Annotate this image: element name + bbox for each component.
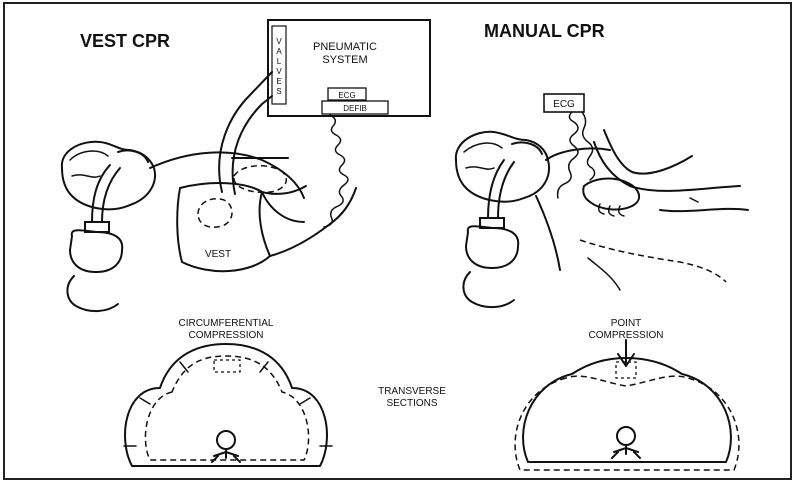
patient-body-outline-manual: [580, 240, 726, 282]
rescuer-arm-lower: [594, 142, 740, 191]
valves-label-e: E: [276, 77, 281, 86]
valves-label-s: S: [276, 87, 281, 96]
manual-transverse-section: [515, 340, 739, 470]
point-label: POINT: [611, 318, 642, 329]
sections-label: SECTIONS: [386, 398, 437, 409]
circumferential-label: CIRCUMFERENTIAL: [178, 318, 273, 329]
patient-arm-manual: [660, 209, 748, 211]
manual-cpr-title: MANUAL CPR: [484, 21, 605, 41]
vest-cpr-title: VEST CPR: [80, 31, 170, 51]
transverse-label: TRANSVERSE: [378, 386, 446, 397]
vest-transverse-section: [124, 344, 332, 466]
ecg-cable-manual-a: [558, 112, 578, 198]
patient-chest-top-vest: [150, 152, 304, 198]
valves-label-v: V: [276, 37, 282, 46]
patient-hip-manual: [588, 258, 620, 290]
patient-shoulder-vest: [67, 276, 118, 311]
patient-torso-left-manual: [536, 196, 560, 270]
airway-tube-vest-a: [92, 165, 110, 222]
vest-side-band: [262, 192, 304, 222]
patient-head-vest: [62, 142, 155, 210]
pneumatic-system-box: V A L V E S PNEUMATIC SYSTEM ECG DEFIB: [268, 20, 430, 116]
ventilation-bag-vest: [70, 230, 122, 272]
valves-label-v2: V: [276, 67, 282, 76]
air-hose-right: [233, 96, 272, 194]
rescuer-arm-upper: [604, 130, 692, 174]
vest-bladder-lower: [198, 199, 232, 227]
rescuer-hands: [583, 179, 639, 210]
manual-ecg-label: ECG: [553, 99, 575, 110]
valves-label-a: A: [276, 47, 282, 56]
ecg-cable-manual-b: [582, 112, 595, 180]
pneumatic-label: PNEUMATIC: [313, 41, 377, 53]
system-label: SYSTEM: [322, 54, 367, 66]
airway-tube-vest-b: [102, 168, 120, 222]
arm-tick-mark: [690, 198, 698, 202]
vest-ecg-label: ECG: [338, 91, 355, 100]
vest-label: VEST: [205, 249, 231, 260]
air-hose-left: [219, 72, 272, 192]
defib-label: DEFIB: [343, 104, 367, 113]
patient-head-manual: [456, 132, 549, 202]
valves-label-l: L: [277, 57, 282, 66]
compression-label-vest: COMPRESSION: [188, 330, 263, 341]
airway-tube-manual-b: [498, 162, 514, 218]
patient-shoulder-manual: [463, 272, 514, 307]
ventilation-bag-manual: [466, 226, 518, 268]
